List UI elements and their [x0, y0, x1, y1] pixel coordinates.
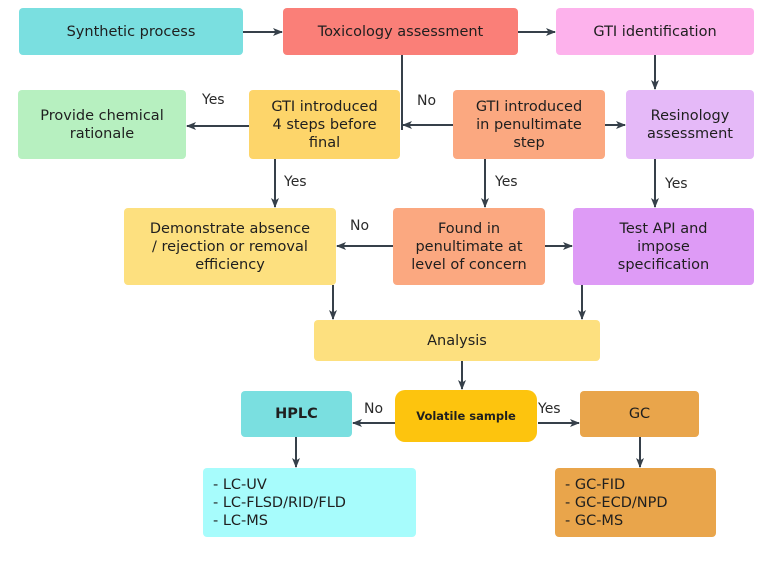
- node-label: GC: [628, 406, 651, 422]
- node-gc-methods: - GC-FID - GC-ECD/NPD - GC-MS: [555, 468, 716, 537]
- node-gc: GC: [580, 391, 699, 437]
- edge-label-yes-4steps-down: Yes: [284, 174, 307, 190]
- node-label: GTI identification: [593, 23, 717, 40]
- edge-label-no-volatile: No: [364, 401, 384, 417]
- edge-label-yes-penultimate-down: Yes: [495, 174, 518, 190]
- node-found-in-penultimate: Found in penultimate at level of concern: [393, 208, 545, 285]
- node-label: GTI introduced 4 steps before final: [271, 98, 378, 151]
- node-label: Provide chemical rationale: [40, 107, 164, 142]
- edge-label-yes-resinology-down: Yes: [665, 176, 688, 192]
- node-label: Volatile sample: [416, 409, 516, 423]
- edge-label-no-penultimate: No: [417, 93, 437, 109]
- node-test-api: Test API and impose specification: [573, 208, 754, 285]
- node-lc-methods: - LC-UV - LC-FLSD/RID/FLD - LC-MS: [203, 468, 416, 537]
- node-demonstrate-absence: Demonstrate absence / rejection or remov…: [124, 208, 336, 285]
- node-label: Toxicology assessment: [317, 23, 484, 40]
- node-label: Synthetic process: [66, 23, 196, 40]
- node-label: Found in penultimate at level of concern: [411, 220, 527, 273]
- node-synthetic-process: Synthetic process: [19, 8, 243, 55]
- node-label: - GC-FID - GC-ECD/NPD - GC-MS: [565, 476, 668, 529]
- node-label: - LC-UV - LC-FLSD/RID/FLD - LC-MS: [213, 476, 346, 529]
- edge-label-yes-volatile: Yes: [538, 401, 561, 417]
- node-label: Test API and impose specification: [617, 220, 710, 273]
- node-label: Analysis: [427, 332, 487, 349]
- edge-label-yes-rationale: Yes: [202, 92, 225, 108]
- node-gti-identification: GTI identification: [556, 8, 754, 55]
- node-label: GTI introduced in penultimate step: [475, 98, 583, 151]
- node-provide-chemical-rationale: Provide chemical rationale: [18, 90, 186, 159]
- edge-label-no-found: No: [350, 218, 370, 234]
- node-toxicology-assessment: Toxicology assessment: [283, 8, 518, 55]
- node-gti-4-steps: GTI introduced 4 steps before final: [249, 90, 400, 159]
- node-label: Demonstrate absence / rejection or remov…: [149, 220, 311, 273]
- node-hplc: HPLC: [241, 391, 352, 437]
- node-volatile-sample: Volatile sample: [395, 390, 537, 442]
- node-label: HPLC: [275, 406, 318, 422]
- node-analysis: Analysis: [314, 320, 600, 361]
- node-gti-penultimate: GTI introduced in penultimate step: [453, 90, 605, 159]
- node-resinology-assessment: Resinology assessment: [626, 90, 754, 159]
- node-label: Resinology assessment: [647, 107, 733, 142]
